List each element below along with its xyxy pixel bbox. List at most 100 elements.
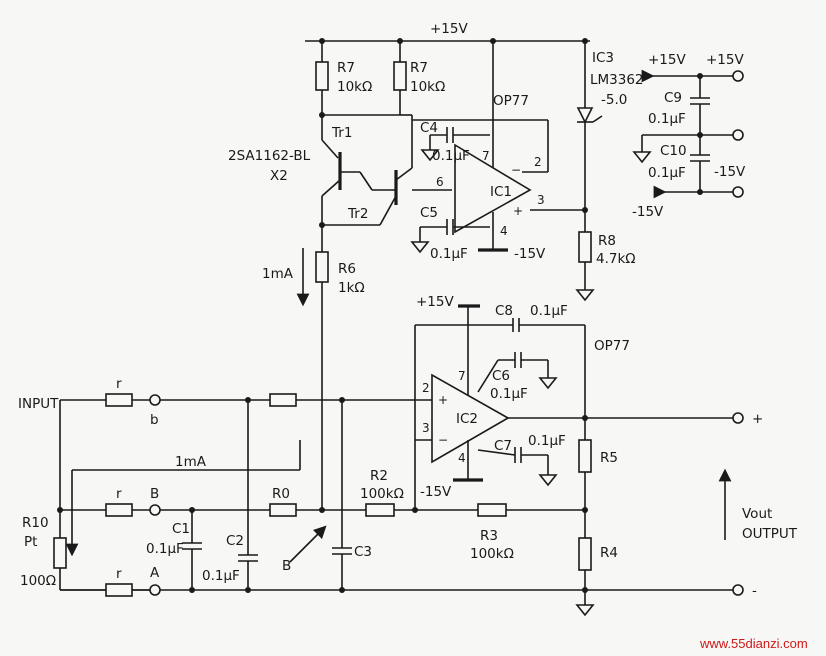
ic2-minus-sign: − <box>438 433 448 447</box>
ic2-pin4: 4 <box>458 451 466 465</box>
r-B-label: r <box>116 486 122 502</box>
r7-right-label: R7 <box>410 60 428 76</box>
ic1-label: IC1 <box>490 184 512 200</box>
r10-type: Pt <box>24 534 37 550</box>
r7-left-value: 10kΩ <box>337 79 372 95</box>
r8-label: R8 <box>598 233 616 249</box>
divider-r5-r4 <box>575 418 595 617</box>
ic2-pin7: 7 <box>458 369 466 383</box>
c9-value: 0.1μF <box>648 111 686 127</box>
r8-value: 4.7kΩ <box>596 251 636 267</box>
r3-value: 100kΩ <box>470 546 514 562</box>
ic2-label: IC2 <box>456 411 478 427</box>
output-plus-sign: + <box>752 411 763 427</box>
op77-top-label: OP77 <box>493 93 529 109</box>
r6-label: R6 <box>338 261 356 277</box>
vout-label: Vout <box>742 506 772 522</box>
tr2-label: Tr2 <box>347 206 368 222</box>
r2-value: 100kΩ <box>360 486 404 502</box>
r-b-label: r <box>116 376 122 392</box>
c2-value: 0.1μF <box>202 568 240 584</box>
ic2-pin3: 3 <box>422 421 430 435</box>
c4-value: 0.1μF <box>432 148 470 164</box>
op77-bottom-label: OP77 <box>594 338 630 354</box>
opamp-ic1 <box>412 41 588 252</box>
c7-label: C7 <box>494 438 512 454</box>
current-1ma-bottom: 1mA <box>175 454 207 470</box>
ic3-part: LM3362 <box>590 72 644 88</box>
r0-label: R0 <box>272 486 290 502</box>
c10-label: C10 <box>660 143 687 159</box>
input-network <box>53 393 585 597</box>
capacitor-c5 <box>410 219 490 254</box>
ic1-vee-label: -15V <box>514 246 546 262</box>
r-A-label: r <box>116 566 122 582</box>
arrow-b-label: B <box>282 558 291 574</box>
c8-label: C8 <box>495 303 513 319</box>
node-b-label: b <box>150 412 159 428</box>
c3-label: C3 <box>354 544 372 560</box>
capacitor-c4 <box>420 127 490 162</box>
c9-label: C9 <box>664 90 682 106</box>
ic1-plus-sign: + <box>513 204 523 218</box>
supply-plus-right: +15V <box>706 52 744 68</box>
transistor-part-label: 2SA1162-BL <box>228 148 311 164</box>
ic1-pin4: 4 <box>500 224 508 238</box>
output-label: OUTPUT <box>742 526 798 542</box>
c4-label: C4 <box>420 120 438 136</box>
transistor-pair-tr1-tr2 <box>319 114 452 228</box>
c10-value: 0.1μF <box>648 165 686 181</box>
c7-value: 0.1μF <box>528 433 566 449</box>
output-minus-sign: - <box>752 583 757 599</box>
node-B-label: B <box>150 486 159 502</box>
r10-label: R10 <box>22 515 49 531</box>
ic2-plus-sign: + <box>438 393 448 407</box>
supply-minus-right: -15V <box>714 164 746 180</box>
capacitor-c6 <box>477 352 558 393</box>
ic2-vcc-label: +15V <box>416 294 454 310</box>
resistor-r6 <box>296 225 329 510</box>
ic1-pin3: 3 <box>537 193 545 207</box>
vcc-top-label: +15V <box>430 21 468 37</box>
r7-right-value: 10kΩ <box>410 79 445 95</box>
supply-decoupling <box>632 69 744 199</box>
ic3-label: IC3 <box>592 50 614 66</box>
resistor-r8 <box>575 231 595 302</box>
opamp-ic2 <box>412 304 744 513</box>
resistor-r7-left <box>315 41 329 115</box>
c6-label: C6 <box>492 368 510 384</box>
r10-value: 100Ω <box>20 573 56 589</box>
r3-label: R3 <box>480 528 498 544</box>
watermark-text: www.55dianzi.com <box>699 636 808 651</box>
ic1-minus-sign: − <box>511 163 521 177</box>
c1-label: C1 <box>172 521 190 537</box>
resistor-r7-right <box>319 41 407 118</box>
r7-left-label: R7 <box>337 60 355 76</box>
capacitor-c7 <box>477 447 558 487</box>
ic2-vee-label: -15V <box>420 484 452 500</box>
output-minus-line <box>60 584 744 596</box>
reference-ic3 <box>576 41 603 232</box>
ic2-pin2: 2 <box>422 381 430 395</box>
r5-label: R5 <box>600 450 618 466</box>
tr1-label: Tr1 <box>331 125 352 141</box>
ic3-voltage: -5.0 <box>601 92 627 108</box>
input-label: INPUT <box>18 396 59 412</box>
ic1-pin7: 7 <box>482 149 490 163</box>
c5-value: 0.1μF <box>430 246 468 262</box>
c2-label: C2 <box>226 533 244 549</box>
c5-label: C5 <box>420 205 438 221</box>
current-1ma-top: 1mA <box>262 266 294 282</box>
node-A-label: A <box>150 565 160 581</box>
supply-plus-left: +15V <box>648 52 686 68</box>
c1-value: 0.1μF <box>146 541 184 557</box>
ic1-pin6: 6 <box>436 175 444 189</box>
c8-value: 0.1μF <box>530 303 568 319</box>
transistor-qty-label: X2 <box>270 168 288 184</box>
top-supply-rail <box>305 38 590 44</box>
c6-value: 0.1μF <box>490 386 528 402</box>
ic1-pin2: 2 <box>534 155 542 169</box>
r6-value: 1kΩ <box>338 280 365 296</box>
r4-label: R4 <box>600 545 618 561</box>
